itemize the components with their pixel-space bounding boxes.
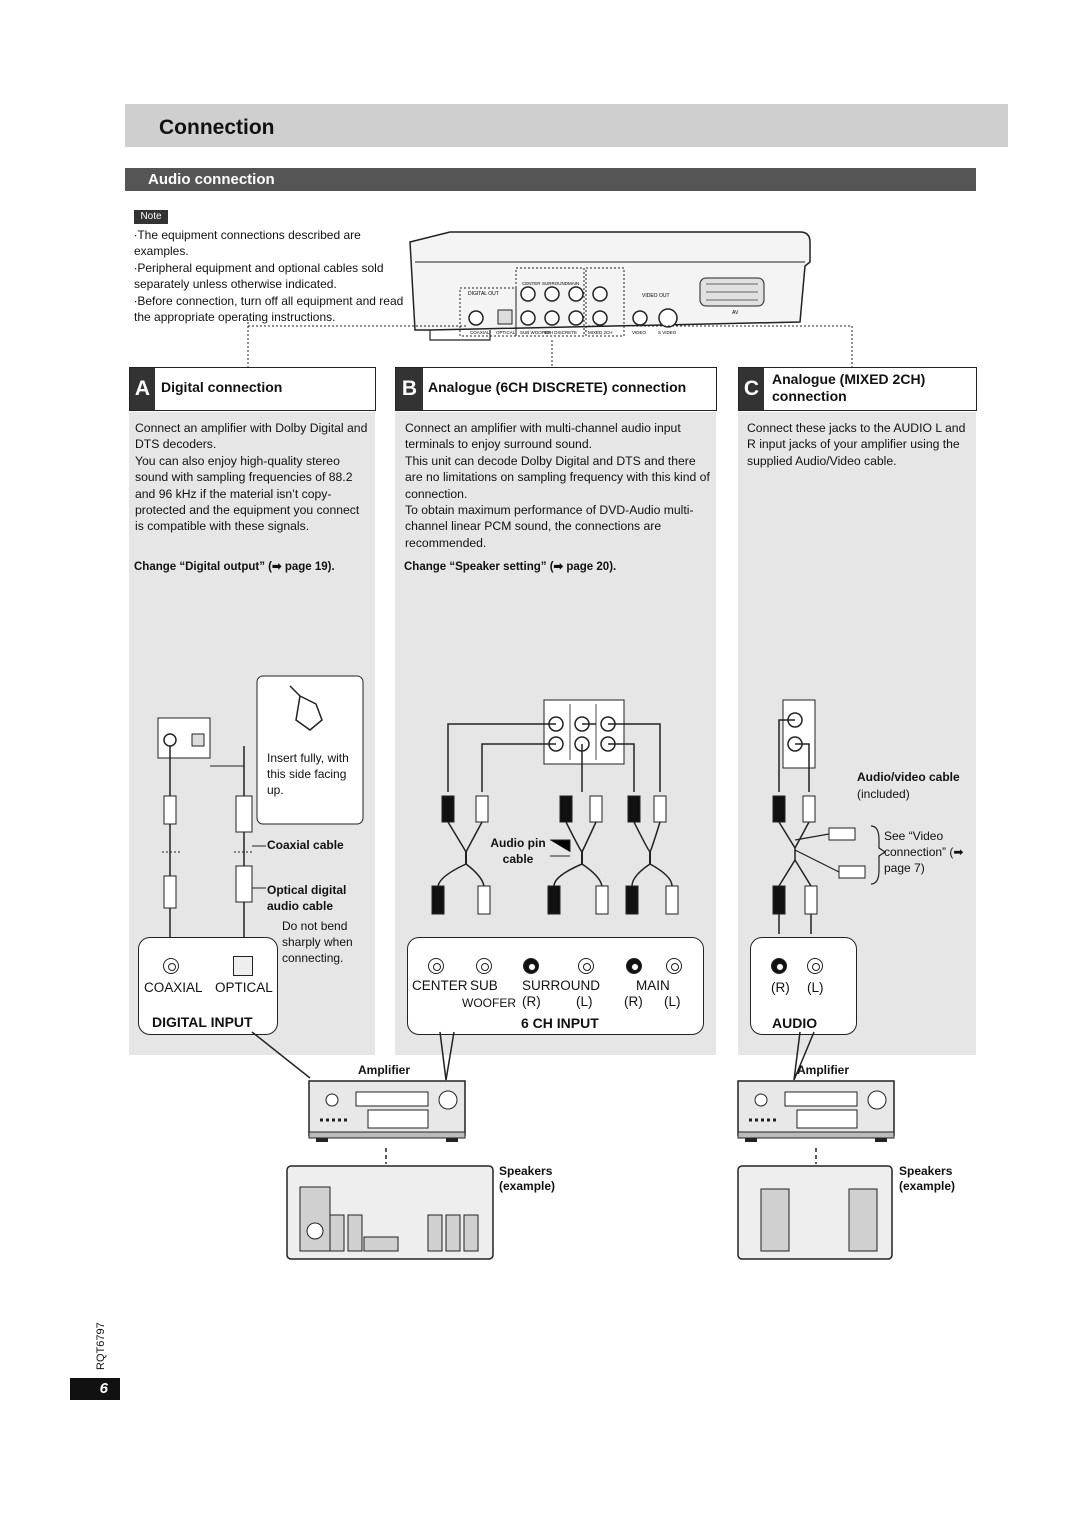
optical-jack-label: OPTICAL xyxy=(215,980,273,995)
note-item: ∙Before connection, turn off all equipme… xyxy=(134,293,404,325)
surround-l-label: (L) xyxy=(576,994,593,1009)
audio-r-jack xyxy=(771,958,787,974)
optical-cable-label: Optical digital audio cable xyxy=(267,883,347,913)
section-b-diagram xyxy=(431,699,679,915)
digital-input-panel: COAXIAL OPTICAL DIGITAL INPUT xyxy=(138,937,278,1035)
device-surround-label: SURROUND xyxy=(542,281,569,286)
woofer-label: WOOFER xyxy=(462,996,516,1010)
section-b-header: B Analogue (6CH DISCRETE) connection xyxy=(395,367,717,411)
surround-label: SURROUND xyxy=(522,978,601,993)
document-code: RQT6797 xyxy=(95,1322,107,1370)
device-sub-woofer-label: SUB WOOFER xyxy=(520,330,552,335)
sub-woofer-jack xyxy=(476,958,492,974)
surround-r-jack xyxy=(523,958,539,974)
section-c-paragraph: Connect these jacks to the AUDIO L and R… xyxy=(747,421,966,468)
section-a-body: Connect an amplifier with Dolby Digital … xyxy=(135,420,371,535)
main-l-jack xyxy=(666,958,682,974)
note-badge: Note xyxy=(134,210,168,224)
amplifier-left-label: Amplifier xyxy=(358,1063,411,1077)
device-main-label: MAIN xyxy=(568,281,579,286)
coaxial-jack-label: COAXIAL xyxy=(144,980,203,995)
audio-pin-cable-label: Audio pin cable xyxy=(490,836,546,866)
section-a-letter: A xyxy=(130,368,155,410)
section-a-heading: Digital connection xyxy=(161,379,283,395)
section-title-bar: Audio connection xyxy=(125,168,976,191)
section-b-paragraph: This unit can decode Dolby Digital and D… xyxy=(405,453,710,501)
bend-note: Do not bend sharply when connecting. xyxy=(282,919,353,965)
center-label: CENTER xyxy=(412,978,468,993)
device-mixed-label: MIXED 2CH xyxy=(588,330,613,335)
coaxial-jack xyxy=(163,958,179,974)
section-b-paragraph: Connect an amplifier with multi-channel … xyxy=(405,421,681,452)
see-video-connection-link[interactable]: See “Video connection” (➡ page 7) xyxy=(884,829,964,875)
section-b-heading: Analogue (6CH DISCRETE) connection xyxy=(428,379,687,395)
speakers-left-label: Speakers (example) xyxy=(499,1164,556,1193)
digital-input-title: DIGITAL INPUT xyxy=(152,1014,253,1030)
section-c-heading: Analogue (MIXED 2CH) connection xyxy=(772,371,926,404)
page-number: 6 xyxy=(70,1378,120,1400)
amplifier-right-icon xyxy=(737,1080,895,1142)
main-l-label: (L) xyxy=(664,994,681,1009)
six-ch-input-panel: CENTER SUB WOOFER SURROUND MAIN (R) (L) … xyxy=(407,937,704,1035)
section-c-body: Connect these jacks to the AUDIO L and R… xyxy=(747,420,972,469)
sub-label: SUB xyxy=(470,978,498,993)
surround-r-label: (R) xyxy=(522,994,541,1009)
section-c-diagram xyxy=(772,699,887,934)
device-center-label: CENTER xyxy=(522,281,541,286)
leader-lines xyxy=(247,322,853,368)
note-list: ∙The equipment connections described are… xyxy=(134,227,409,325)
device-discrete-label: 6CH DISCRETE xyxy=(544,330,577,335)
note-item: ∙The equipment connections described are… xyxy=(134,228,361,259)
section-a-paragraph: Connect an amplifier with Dolby Digital … xyxy=(135,421,368,452)
av-cable-label: Audio/video cable xyxy=(857,770,960,784)
optical-jack xyxy=(233,956,253,976)
device-video-out-label: VIDEO OUT xyxy=(642,293,670,299)
device-av-label: AV xyxy=(732,310,739,316)
section-a-change-link[interactable]: Change “Digital output” (➡ page 19). xyxy=(134,561,335,573)
speakers-right-label: Speakers (example) xyxy=(899,1164,956,1193)
audio-input-panel: (R) (L) AUDIO xyxy=(750,937,857,1035)
device-coaxial-label: COAXIAL xyxy=(470,330,490,335)
insert-note: Insert fully, with this side facing up. xyxy=(267,751,349,797)
amplifier-callouts xyxy=(251,1031,815,1081)
page-title-bar: Connection xyxy=(125,104,1008,147)
dvd-player-rear-panel: DIGITAL OUT COAXIAL OPTICAL CENTER SURRO… xyxy=(409,231,811,341)
main-r-jack xyxy=(626,958,642,974)
device-s-video-label: S VIDEO xyxy=(658,330,677,335)
av-cable-included: (included) xyxy=(857,787,910,801)
note-item: ∙Peripheral equipment and optional cable… xyxy=(134,260,384,292)
audio-r-label: (R) xyxy=(771,980,790,995)
section-a-header: A Digital connection xyxy=(129,367,376,411)
main-r-label: (R) xyxy=(624,994,643,1009)
device-video-label: VIDEO xyxy=(632,330,647,335)
audio-input-title: AUDIO xyxy=(772,1015,818,1031)
surround-l-jack xyxy=(578,958,594,974)
section-b-letter: B xyxy=(396,368,423,410)
page-title: Connection xyxy=(159,116,275,139)
section-b-change-link[interactable]: Change “Speaker setting” (➡ page 20). xyxy=(404,561,617,573)
section-a-diagram xyxy=(157,675,364,954)
section-a-paragraph: You can also enjoy high-quality stereo s… xyxy=(135,453,360,534)
center-jack xyxy=(428,958,444,974)
speaker-links xyxy=(385,1148,817,1164)
six-ch-input-title: 6 CH INPUT xyxy=(521,1015,599,1031)
audio-l-label: (L) xyxy=(807,980,824,995)
section-b-paragraph: To obtain maximum performance of DVD-Aud… xyxy=(405,503,694,550)
amplifier-right-label: Amplifier xyxy=(797,1063,850,1077)
section-c-header: C Analogue (MIXED 2CH) connection xyxy=(738,367,977,411)
device-optical-label: OPTICAL xyxy=(496,330,516,335)
coaxial-cable-label: Coaxial cable xyxy=(267,838,344,852)
audio-l-jack xyxy=(807,958,823,974)
section-c-letter: C xyxy=(739,368,764,410)
amplifier-left-icon xyxy=(308,1080,466,1142)
section-title: Audio connection xyxy=(148,171,275,188)
main-label: MAIN xyxy=(636,978,670,993)
device-digital-out-label: DIGITAL OUT xyxy=(468,291,499,297)
speakers-right-icon xyxy=(737,1165,893,1260)
section-b-body: Connect an amplifier with multi-channel … xyxy=(405,420,710,551)
speakers-left-icon xyxy=(286,1165,494,1260)
